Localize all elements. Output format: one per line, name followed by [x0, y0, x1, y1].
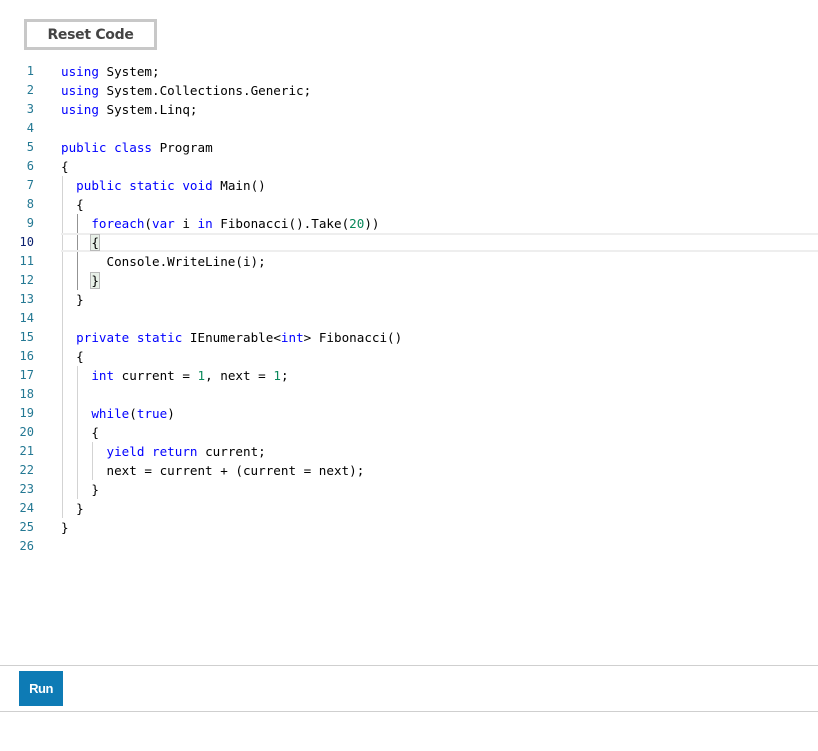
line-number: 11: [19, 254, 34, 268]
code-line[interactable]: 26: [0, 537, 818, 556]
code-line[interactable]: 8 {: [0, 195, 818, 214]
line-number: 8: [26, 197, 34, 211]
code-line[interactable]: 16 {: [0, 347, 818, 366]
code-line[interactable]: 21 yield return current;: [0, 442, 818, 461]
code-line[interactable]: 23 }: [0, 480, 818, 499]
indent-guide: [92, 442, 93, 480]
code-line[interactable]: 2 using System.Collections.Generic;: [0, 81, 818, 100]
code-text: using System;: [61, 64, 160, 79]
code-text: next = current + (current = next);: [61, 463, 365, 478]
code-line[interactable]: 15 private static IEnumerable<int> Fibon…: [0, 328, 818, 347]
code-line[interactable]: 22 next = current + (current = next);: [0, 461, 818, 480]
line-number: 19: [19, 406, 34, 420]
code-text: {: [61, 159, 69, 174]
code-line[interactable]: 11 Console.WriteLine(i);: [0, 252, 818, 271]
code-line[interactable]: 6{: [0, 157, 818, 176]
line-number: 24: [19, 501, 34, 515]
line-number: 23: [19, 482, 34, 496]
code-text: {: [61, 425, 99, 440]
line-number: 21: [19, 444, 34, 458]
line-number: 7: [26, 178, 34, 192]
code-line[interactable]: 24 }: [0, 499, 818, 518]
code-text: private static IEnumerable<int> Fibonacc…: [76, 330, 403, 345]
code-line[interactable]: 5 public class Program: [0, 138, 818, 157]
line-number: 22: [19, 463, 34, 477]
code-line[interactable]: 4: [0, 119, 818, 138]
line-number: 13: [19, 292, 34, 306]
line-number: 3: [26, 102, 34, 116]
code-text: while(true): [91, 406, 175, 421]
code-text: {: [90, 234, 100, 251]
separator-bottom: [0, 711, 818, 712]
line-number: 25: [19, 520, 34, 534]
line-number: 6: [26, 159, 34, 173]
code-line[interactable]: 7 public static void Main(): [0, 176, 818, 195]
line-number: 2: [26, 83, 34, 97]
code-text: }: [61, 501, 84, 516]
line-number: 16: [19, 349, 34, 363]
line-number: 1: [26, 64, 34, 78]
code-text: using System.Linq;: [61, 102, 198, 117]
code-line[interactable]: 17 int current = 1, next = 1;: [0, 366, 818, 385]
line-number: 5: [26, 140, 34, 154]
code-line[interactable]: 1 using System;: [0, 62, 818, 81]
code-line[interactable]: 19 while(true): [0, 404, 818, 423]
code-line[interactable]: 9 foreach(var i in Fibonacci().Take(20)): [0, 214, 818, 233]
code-text: }: [61, 482, 99, 497]
code-line[interactable]: 13 }: [0, 290, 818, 309]
code-text: }: [61, 292, 84, 307]
code-text: {: [61, 349, 84, 364]
code-editor[interactable]: 1 using System; 2 using System.Collections.…: [0, 62, 818, 556]
code-line[interactable]: 25}: [0, 518, 818, 537]
indent-guide-active: [77, 214, 78, 290]
line-number: 18: [19, 387, 34, 401]
line-number: 9: [26, 216, 34, 230]
code-text: foreach(var i in Fibonacci().Take(20)): [91, 216, 380, 231]
code-text: yield return current;: [106, 444, 266, 459]
code-text: int current = 1, next = 1;: [91, 368, 289, 383]
code-line[interactable]: 3 using System.Linq;: [0, 100, 818, 119]
indent-guide: [62, 176, 63, 518]
code-line[interactable]: 18: [0, 385, 818, 404]
code-text: }: [90, 272, 100, 289]
code-line[interactable]: 20 {: [0, 423, 818, 442]
code-line[interactable]: 10 {: [0, 233, 818, 252]
line-number: 4: [26, 121, 34, 135]
separator-top: [0, 665, 818, 666]
line-number: 12: [19, 273, 34, 287]
reset-code-button[interactable]: Reset Code: [24, 19, 157, 50]
code-text: Console.WriteLine(i);: [61, 254, 266, 269]
code-text: public static void Main(): [76, 178, 266, 193]
line-number: 14: [19, 311, 34, 325]
line-number: 17: [19, 368, 34, 382]
code-text: using System.Collections.Generic;: [61, 83, 312, 98]
line-number: 26: [19, 539, 34, 553]
code-line[interactable]: 12 }: [0, 271, 818, 290]
line-number: 15: [19, 330, 34, 344]
indent-guide: [77, 366, 78, 499]
line-number: 20: [19, 425, 34, 439]
code-text: }: [61, 520, 69, 535]
run-button[interactable]: Run: [19, 671, 63, 706]
code-line[interactable]: 14: [0, 309, 818, 328]
code-text: {: [61, 197, 84, 212]
line-number: 10: [19, 235, 34, 249]
code-text: public class Program: [61, 140, 213, 155]
